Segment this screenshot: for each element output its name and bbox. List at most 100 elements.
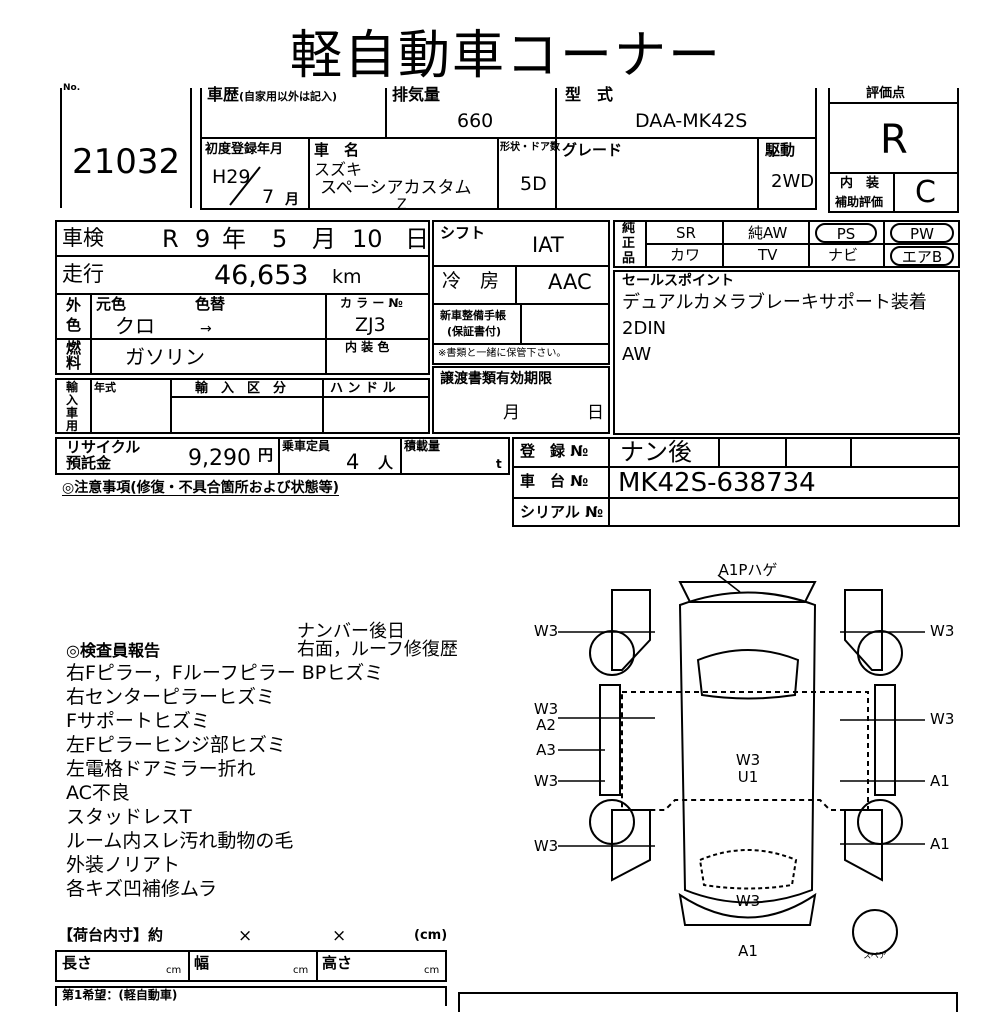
chassis-no-value: MK42S-638734	[618, 468, 816, 498]
report-line-9: 外装ノリアト	[66, 854, 181, 876]
import-year-label: 年式	[94, 381, 116, 394]
fuel-value: ガソリン	[125, 345, 205, 369]
fuel-label-1: 燃	[66, 339, 82, 357]
report-line-1: 右Fピラー，Fルーフピラー BPヒズミ	[66, 662, 384, 684]
outer-color-label-1: 外	[66, 296, 82, 314]
page-title: 軽自動車コーナー	[290, 26, 723, 86]
transfer-label: 譲渡書類有効期限	[440, 371, 552, 387]
equipment-label-2: 正	[622, 236, 636, 251]
inspection-month: 5	[272, 225, 288, 253]
drive-value: 2WD	[771, 171, 815, 192]
color-change-label: 色替	[195, 295, 226, 313]
slash-divider	[229, 166, 261, 206]
import-label-3: 車	[66, 406, 79, 420]
interior-label-1: 内 装	[840, 176, 880, 191]
equip-ps: PS	[815, 223, 877, 243]
inspection-day-unit: 日	[405, 225, 429, 253]
reg-no-label: 登 録 №	[520, 442, 589, 460]
cargo-height-label: 高さ	[322, 954, 353, 972]
report-line-8: ルーム内スレ汚れ動物の毛	[66, 830, 294, 852]
reg-no-value: ナン後	[620, 438, 692, 466]
report-label: ◎検査員報告	[66, 641, 160, 660]
doors-label: 形状・ドア数	[500, 142, 560, 153]
recycle-label-1: リサイクル	[66, 438, 141, 456]
fuel-label-2: 料	[66, 354, 82, 372]
cargo-height-unit: cm	[424, 965, 440, 976]
capacity-value: 4	[346, 450, 360, 474]
displacement-value: 660	[457, 110, 494, 132]
cargo-owner-note: 第1希望：(軽自動車)	[62, 988, 178, 1002]
transfer-day: 日	[587, 403, 604, 423]
first-reg-year: H29	[212, 166, 251, 188]
car-name-suffix: Z	[397, 197, 407, 213]
model-label: 型 式	[565, 85, 614, 104]
interior-color-label: 内 装 色	[345, 340, 390, 354]
diagram-right-1: W3	[930, 622, 954, 640]
mileage-value: 46,653	[214, 260, 309, 291]
sales-point-line-3: AW	[622, 344, 652, 365]
notes-label: ◎注意事項(修復・不具合箇所および状態等)	[62, 480, 340, 496]
load-label: 積載量	[404, 439, 441, 453]
car-name: スペーシアカスタム	[320, 178, 472, 198]
cargo-times-1: ×	[238, 926, 253, 946]
diagram-center-2: U1	[738, 768, 759, 786]
sales-point-line-1: デュアルカメラブレーキサポート装着	[622, 292, 927, 313]
report-side-note-1: ナンバー後日	[297, 621, 405, 642]
car-name-label: 車 名	[314, 141, 360, 159]
diagram-left-6: W3	[534, 837, 558, 855]
lot-number: 21032	[72, 142, 181, 182]
equip-navi: ナビ	[828, 246, 859, 264]
equip-pw: PW	[890, 223, 954, 243]
report-side-note-2: 右面，ルーフ修復歴	[297, 639, 458, 660]
color-no-label: カ ラ ー №	[340, 296, 403, 310]
color-no-value: ZJ3	[355, 314, 386, 336]
inspection-day: 10	[352, 225, 383, 253]
cargo-width-unit: cm	[293, 965, 309, 976]
sales-point-line-2: 2DIN	[622, 318, 667, 339]
diagram-spare-label: スペア	[863, 951, 886, 960]
serial-no-label: シリアル №	[520, 503, 604, 521]
recycle-unit: 円	[258, 446, 274, 464]
inspection-year: 9	[195, 225, 211, 253]
new-car-warranty-label-2: (保証書付)	[447, 325, 502, 338]
original-color-value: クロ	[115, 314, 155, 338]
mileage-unit: km	[332, 266, 362, 288]
handle-label: ハ ン ド ル	[330, 381, 396, 396]
equip-tv: TV	[758, 246, 778, 264]
cargo-times-2: ×	[332, 926, 347, 946]
aircon-value: AAC	[548, 270, 592, 294]
cargo-length-label: 長さ	[62, 954, 93, 972]
load-unit: t	[496, 457, 502, 471]
capacity-label: 乗車定員	[282, 439, 331, 453]
drive-label: 駆動	[765, 141, 796, 159]
diagram-bottom-label: A1	[738, 942, 758, 960]
inspection-era: R	[162, 225, 179, 253]
cargo-unit: (cm)	[414, 928, 448, 943]
chassis-no-label: 車 台 №	[520, 472, 589, 490]
diagram-left-1: W3	[534, 622, 558, 640]
import-label-2: 入	[66, 393, 79, 407]
outer-color-label-2: 色	[66, 316, 82, 334]
diagram-left-3: A2	[536, 716, 556, 734]
mileage-label: 走行	[62, 262, 104, 286]
report-line-6: AC不良	[66, 782, 130, 804]
first-reg-month: 7	[262, 186, 275, 208]
new-car-warranty-note: ※書類と一緒に保管下さい。	[438, 348, 567, 359]
diagram-left-5: W3	[534, 772, 558, 790]
color-arrow: →	[200, 321, 212, 337]
no-label: No.	[63, 83, 81, 93]
diagram-left-4: A3	[536, 741, 556, 759]
interior-label-2: 補助評価	[835, 195, 884, 209]
first-reg-label: 初度登録年月	[205, 142, 284, 157]
inspection-label: 車検	[62, 226, 104, 250]
report-line-5: 左電格ドアミラー折れ	[66, 758, 256, 780]
shift-value: IAT	[532, 233, 564, 257]
equip-leather: カワ	[670, 246, 701, 264]
recycle-label-2: 預託金	[66, 454, 112, 472]
original-color-label: 元色	[96, 295, 127, 313]
diagram-right-3: A1	[930, 772, 950, 790]
diagram-top-label: A1Pハゲ	[719, 561, 778, 579]
first-reg-month-unit: 月	[285, 192, 299, 208]
diagram-center-1: W3	[736, 751, 760, 769]
sales-point-label: セールスポイント	[622, 273, 734, 289]
